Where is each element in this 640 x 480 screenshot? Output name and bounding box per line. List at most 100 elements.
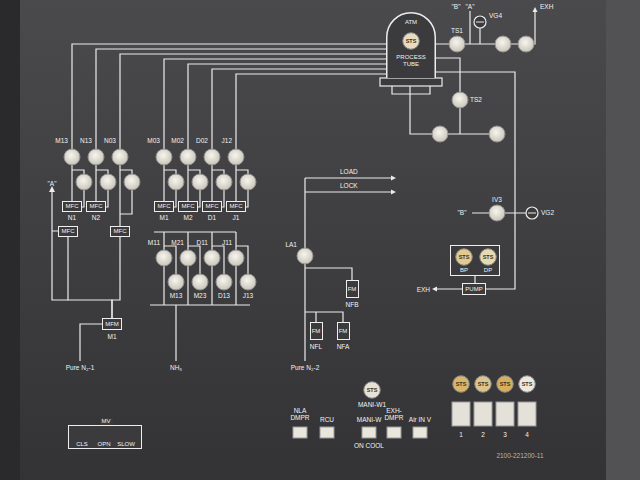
panel-label: M13	[170, 292, 183, 299]
node-text: STS	[522, 381, 533, 387]
node-text: MFM	[105, 321, 119, 328]
valve-lamp	[489, 126, 505, 142]
panel-label: MANI-W1	[358, 401, 386, 408]
status-lamp: STS	[402, 32, 420, 50]
push-button	[413, 427, 427, 438]
node-text: MFC	[90, 203, 103, 210]
panel-label: MANI-W	[357, 416, 382, 423]
valve-lamp	[297, 248, 313, 264]
node-text: STS	[478, 381, 489, 387]
status-lamp: STS	[455, 248, 473, 266]
node-text: STS	[500, 381, 511, 387]
node-text: MFC	[66, 203, 79, 210]
node-text: STS	[456, 381, 467, 387]
panel-label: LOAD	[340, 168, 358, 175]
mfm-box: MFM	[102, 318, 122, 330]
panel-label: Pure N₂-1	[66, 364, 95, 371]
pipe-line	[474, 276, 475, 283]
status-lamp: STS	[474, 375, 492, 393]
valve-lamp	[76, 174, 92, 190]
pipe-line	[120, 54, 386, 226]
panel-label: TS1	[451, 27, 463, 34]
pipe-line	[164, 59, 386, 201]
panel-label: Pure N₂-2	[291, 364, 320, 371]
panel-label: NFA	[337, 343, 350, 350]
lamp-outline	[456, 249, 473, 266]
panel-label: "A"	[48, 180, 57, 187]
node-text: MFC	[114, 228, 127, 235]
push-button	[320, 427, 334, 438]
panel-label: 2	[481, 431, 485, 438]
pipe-line	[112, 237, 120, 318]
panel-label: TS2	[470, 96, 482, 103]
valve-lamp	[124, 174, 140, 190]
panel-label: M21	[171, 239, 184, 246]
node-text: PUMP	[465, 286, 482, 293]
node-text: MFC	[62, 228, 75, 235]
push-button	[387, 427, 401, 438]
panel-label: J11	[222, 239, 232, 246]
push-button	[496, 402, 514, 426]
valve-lamp	[432, 126, 448, 142]
node-text: ATM	[405, 19, 417, 26]
valve-lamp	[216, 274, 232, 290]
node-text: MFC	[158, 203, 171, 210]
lamp-outline	[364, 382, 381, 399]
node-text: MFC	[206, 203, 219, 210]
valve-lamp	[204, 149, 220, 165]
panel-label: M11	[148, 239, 160, 246]
lamp-outline	[519, 376, 536, 393]
panel-label: M23	[194, 292, 207, 299]
status-lamp: STS	[363, 381, 381, 399]
node-text: MFC	[182, 203, 195, 210]
valve-lamp	[112, 149, 128, 165]
node-text: STS	[483, 254, 494, 260]
panel-label: M02	[171, 137, 184, 144]
pipe-line	[436, 72, 515, 289]
status-lamp: STS	[496, 375, 514, 393]
panel-label: N03	[104, 137, 116, 144]
panel-label: M1	[107, 333, 116, 340]
panel-label: VG2	[541, 209, 554, 216]
valve-lamp	[100, 174, 116, 190]
panel-label: 2100-221200-11	[496, 452, 543, 459]
panel-label: EXH	[417, 286, 430, 293]
node-text: STS	[367, 387, 378, 393]
panel-label: D13	[218, 292, 230, 299]
panel-label: Air IN V	[409, 416, 431, 423]
node-text: STS	[459, 254, 470, 260]
process-tube: ATMPROCESS TUBESTS	[386, 12, 436, 78]
panel-label: VG4	[489, 12, 502, 19]
node-text: MFC	[230, 203, 243, 210]
panel-label: LA1	[285, 241, 297, 248]
valve-lamp	[192, 174, 208, 190]
panel-label: NH₃	[170, 364, 182, 371]
pipe-line	[236, 74, 386, 201]
valve-lamp	[240, 174, 256, 190]
valve-lamp	[452, 92, 468, 108]
panel-label: NLA DMPR	[288, 407, 312, 421]
status-lamp: STS	[518, 375, 536, 393]
valve-lamp	[156, 250, 172, 266]
panel-label: M1	[159, 214, 168, 221]
pipe-wiring	[52, 11, 535, 361]
panel-label: D11	[197, 239, 208, 246]
tube-flange	[380, 78, 442, 86]
panel-label: NFL	[310, 343, 322, 350]
valve-lamp	[216, 174, 232, 190]
mfc-box: MFC	[202, 201, 222, 212]
mfc-box: MFC	[226, 201, 246, 212]
panel-label: N2	[92, 214, 100, 221]
node-text: FM	[348, 286, 357, 293]
panel-label: NFB	[346, 301, 359, 308]
pump-lamp-panel: BP DP STS STS	[450, 245, 500, 276]
panel-label: 3	[503, 431, 507, 438]
panel-label: "B"	[452, 3, 461, 10]
pipe-line	[68, 237, 112, 318]
panel-label: EXH	[540, 3, 553, 10]
node-text: DP	[484, 267, 492, 274]
lamp-outline	[453, 376, 470, 393]
node-text: BP	[460, 267, 468, 274]
